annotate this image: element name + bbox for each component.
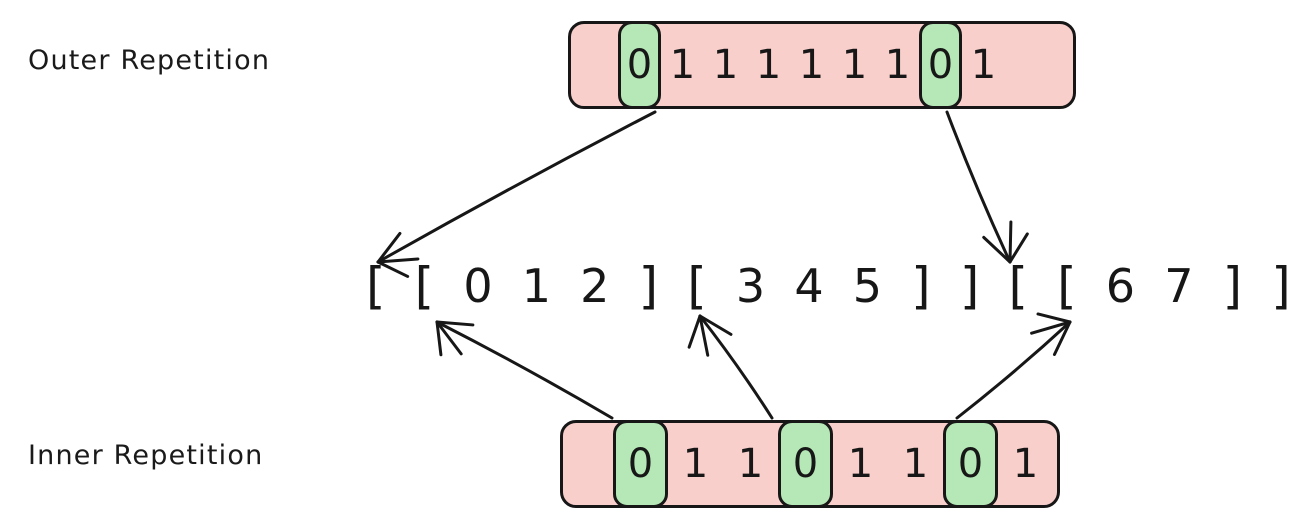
outer-repetition-bits-cell-7: 0 xyxy=(919,21,962,109)
sequence-token-17: ] xyxy=(1271,257,1291,315)
outer-repetition-bits-cell-8: 1 xyxy=(970,42,997,88)
inner-repetition-bits-cell-7: 1 xyxy=(1012,441,1039,487)
sequence-token-12: [ xyxy=(1008,257,1028,315)
sequence-token-7: 3 xyxy=(735,259,766,313)
sequence-token-2: 0 xyxy=(463,259,493,313)
sequence-token-10: ] xyxy=(911,257,931,315)
sequence-token-3: 1 xyxy=(521,259,552,313)
inner-repetition-label: Inner Repetition xyxy=(28,440,264,471)
sequence-token-5: ] xyxy=(638,257,659,315)
outer-repetition-bits-cell-0: 0 xyxy=(618,21,661,109)
inner-repetition-bits-cell-4: 1 xyxy=(847,441,874,487)
outer-repetition-bits-cell-3: 1 xyxy=(755,42,782,88)
arrow-inner-bit0-to-open-bracket-1 xyxy=(435,320,614,420)
arrow-inner-bit3-to-open-bracket-6 xyxy=(687,314,774,420)
sequence-token-14: 6 xyxy=(1105,259,1136,313)
sequence-token-6: [ xyxy=(687,257,707,315)
sequence-token-15: 7 xyxy=(1164,259,1194,313)
inner-repetition-bits-cell-2: 1 xyxy=(737,441,764,487)
sequence-token-0: [ xyxy=(366,257,386,315)
outer-repetition-bits-cell-6: 1 xyxy=(884,42,911,88)
sequence-token-16: ] xyxy=(1222,257,1243,315)
outer-repetition-bits-cell-2: 1 xyxy=(712,42,739,88)
outer-repetition-bits-cell-5: 1 xyxy=(841,42,868,88)
sequence-token-4: 2 xyxy=(580,259,610,313)
outer-repetition-bits-cell-1: 1 xyxy=(669,42,696,88)
inner-repetition-bits-cell-1: 1 xyxy=(682,441,709,487)
sequence-token-9: 5 xyxy=(852,259,883,313)
inner-repetition-bits-cell-0: 0 xyxy=(613,420,668,508)
inner-repetition-bits-cell-3: 0 xyxy=(778,420,833,508)
sequence-token-1: [ xyxy=(414,257,435,315)
sequence-token-13: [ xyxy=(1057,257,1077,315)
outer-repetition-label: Outer Repetition xyxy=(28,45,271,76)
arrow-outer-bit0-to-open-bracket-0 xyxy=(376,110,657,278)
outer-repetition-bits-cell-4: 1 xyxy=(798,42,825,88)
inner-repetition-bits-cell-6: 0 xyxy=(943,420,998,508)
arrow-inner-bit6-to-open-bracket-13 xyxy=(955,312,1072,420)
sequence-token-11: ] xyxy=(959,257,980,315)
inner-repetition-bits-cell-5: 1 xyxy=(902,441,929,487)
arrow-outer-bit7-to-open-bracket-12 xyxy=(945,110,1029,264)
sequence-token-8: 4 xyxy=(794,259,824,313)
